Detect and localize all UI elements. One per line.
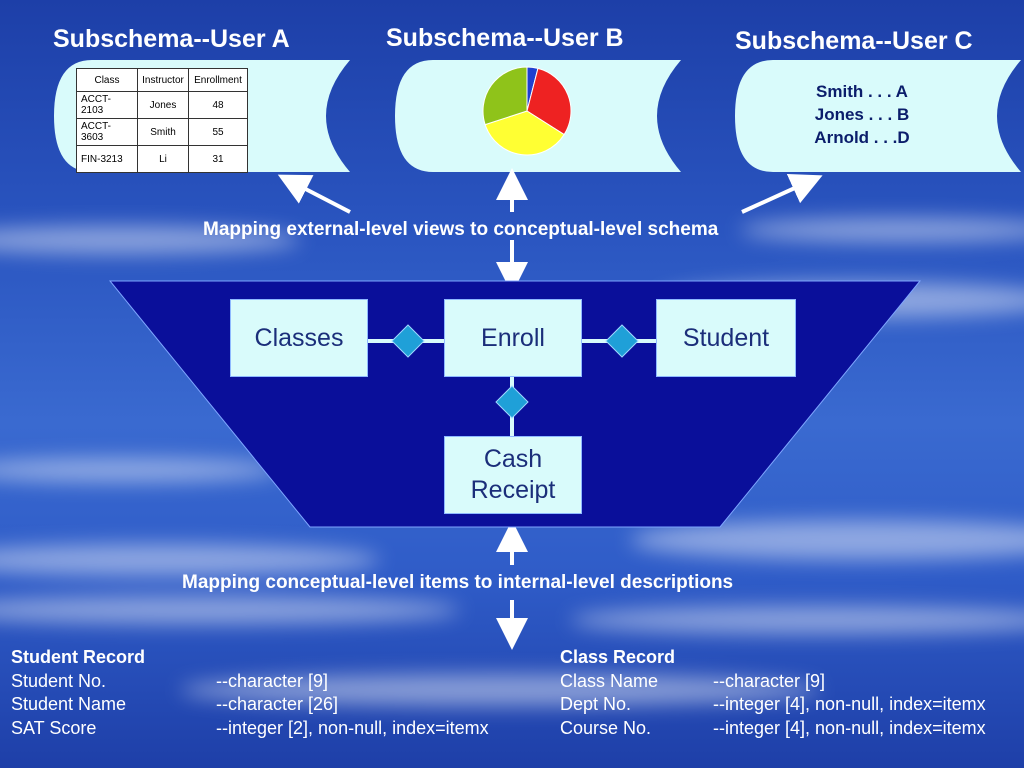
cell: 31 [188, 145, 248, 173]
cell: FIN-3213 [76, 145, 138, 173]
title-user-c: Subschema--User C [735, 27, 973, 55]
entity-cash-receipt: Cash Receipt [444, 436, 582, 514]
subschema-c-shape [735, 60, 1021, 172]
cell: ACCT-3603 [76, 118, 138, 146]
field-name: Class Name [560, 670, 659, 691]
list-item: Smith . . . A [816, 82, 908, 101]
arrow-to-user-c [741, 174, 823, 214]
arrow-to-user-a [277, 174, 351, 214]
list-item: Jones . . . B [814, 105, 910, 124]
pie-slice-3 [482, 66, 528, 126]
pie-slice-2 [484, 110, 565, 156]
title-user-b: Subschema--User B [386, 24, 624, 52]
entity-classes: Classes [230, 299, 368, 377]
record-row: Course No. --integer [4], non-null, inde… [560, 717, 1020, 741]
table-row: ACCT-3603 Smith 55 [76, 118, 248, 146]
record-row: Student Name --character [26] [11, 693, 531, 717]
relationship-diamond-classes-enroll [391, 324, 425, 358]
field-spec: --integer [4], non-null, index=itemx [713, 694, 986, 714]
caption-internal-mapping: Mapping conceptual-level items to intern… [182, 572, 734, 593]
relationship-diamond-enroll-student [605, 324, 639, 358]
list-item: Arnold . . .D [814, 128, 910, 147]
cell: ACCT-2103 [76, 91, 138, 119]
record-row: Class Name --character [9] [560, 670, 1020, 694]
table-row: ACCT-2103 Jones 48 [76, 91, 248, 119]
field-name: SAT Score [11, 717, 97, 738]
cell: Jones [137, 91, 189, 119]
field-name: Student No. [11, 670, 107, 691]
title-user-a: Subschema--User A [53, 25, 290, 53]
field-spec: --character [9] [713, 670, 826, 691]
col-instructor: Instructor [137, 68, 189, 92]
field-spec: --character [9] [216, 670, 329, 691]
field-name: Student Name [11, 694, 127, 714]
cell: Li [137, 145, 189, 173]
user-b-pie-chart [482, 66, 572, 156]
cell: 55 [188, 118, 248, 146]
cell: Smith [137, 118, 189, 146]
entity-enroll: Enroll [444, 299, 582, 377]
field-spec: --integer [4], non-null, index=itemx [713, 717, 986, 738]
cell: 48 [188, 91, 248, 119]
student-record-title: Student Record [11, 647, 146, 667]
class-record-title: Class Record [560, 647, 676, 667]
field-spec: --character [26] [216, 694, 339, 714]
entity-student: Student [656, 299, 796, 377]
entity-cash-label-1: Cash [483, 445, 543, 473]
record-row: Dept No. --integer [4], non-null, index=… [560, 693, 1020, 717]
caption-external-mapping: Mapping external-level views to conceptu… [203, 219, 719, 240]
user-c-list: Smith . . . A Jones . . . B Arnold . . .… [787, 80, 937, 149]
field-spec: --integer [2], non-null, index=itemx [216, 717, 489, 738]
field-name: Course No. [560, 717, 652, 738]
table-row: FIN-3213 Li 31 [76, 145, 248, 173]
record-row: Student No. --character [9] [11, 670, 531, 694]
class-record: Class Record Class Name --character [9] … [560, 646, 1020, 740]
field-name: Dept No. [560, 694, 632, 714]
user-a-table: Class Instructor Enrollment ACCT-2103 Jo… [76, 68, 248, 173]
entity-cash-label-2: Receipt [470, 476, 556, 504]
student-record: Student Record Student No. --character [… [11, 646, 531, 740]
relationship-diamond-enroll-cash [495, 385, 529, 419]
pie-slice-1 [526, 67, 572, 136]
record-row: SAT Score --integer [2], non-null, index… [11, 717, 531, 741]
